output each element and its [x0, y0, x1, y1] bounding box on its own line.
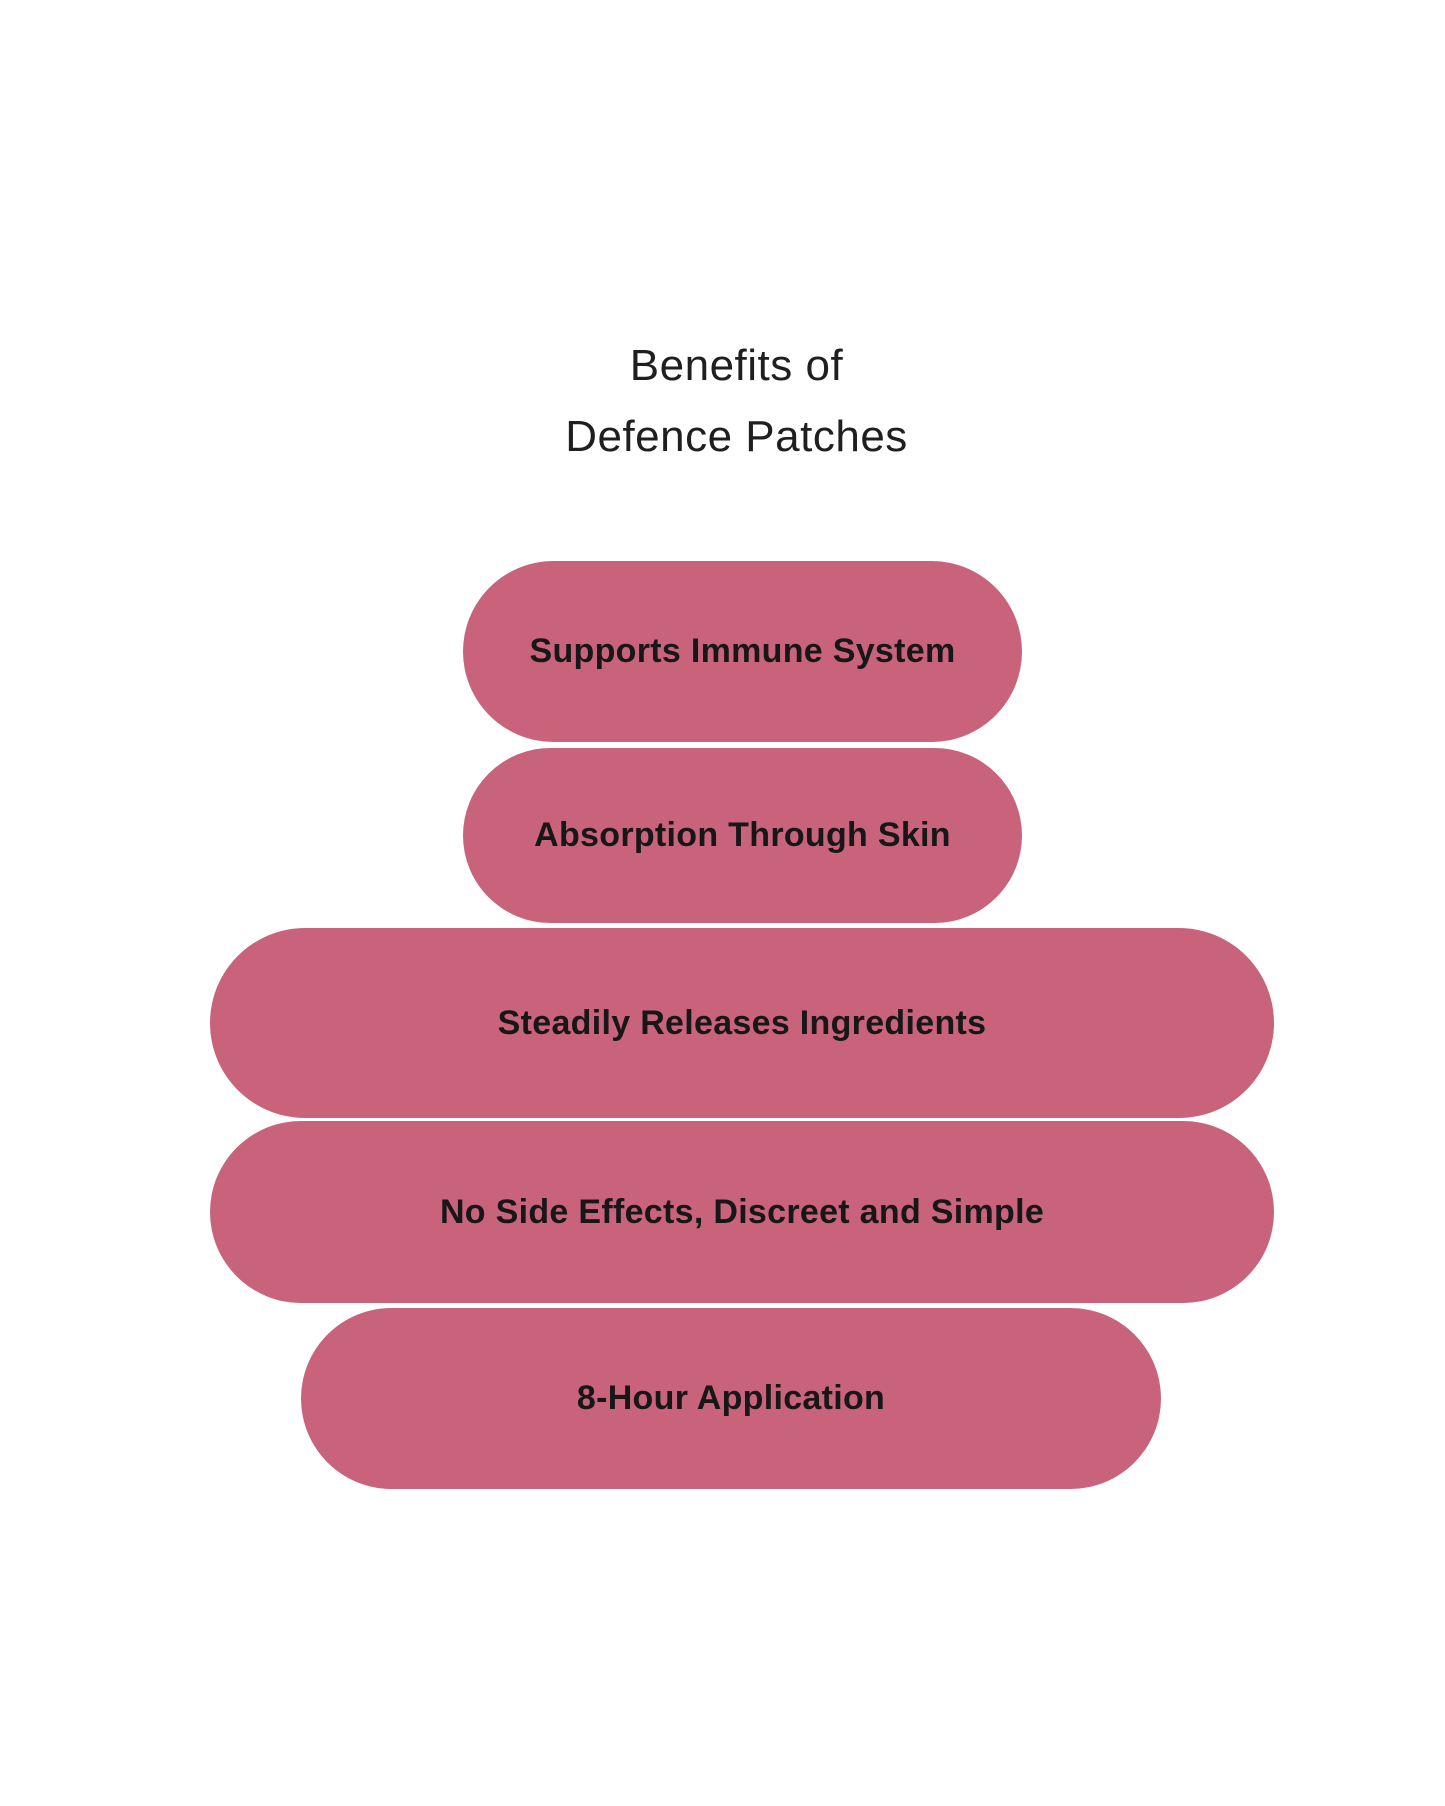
benefit-pill-8-hour-application: 8-Hour Application: [301, 1308, 1161, 1489]
benefit-pill-no-side-effects: No Side Effects, Discreet and Simple: [210, 1121, 1274, 1303]
page-title-line-2: Defence Patches: [565, 412, 908, 462]
benefit-pill-steadily-releases-ingredients: Steadily Releases Ingredients: [210, 928, 1274, 1118]
benefit-label: No Side Effects, Discreet and Simple: [439, 1192, 1045, 1231]
benefit-label: Steadily Releases Ingredients: [497, 1003, 987, 1042]
benefit-pill-supports-immune-system: Supports Immune System: [463, 561, 1022, 742]
page-title: Benefits of Defence Patches: [14, 330, 1445, 473]
benefit-label: Absorption Through Skin: [534, 816, 951, 854]
benefit-pill-absorption-through-skin: Absorption Through Skin: [463, 748, 1022, 923]
benefit-label: 8-Hour Application: [576, 1379, 886, 1417]
benefit-label: Supports Immune System: [529, 632, 956, 670]
page-title-line-1: Benefits of: [629, 341, 844, 390]
